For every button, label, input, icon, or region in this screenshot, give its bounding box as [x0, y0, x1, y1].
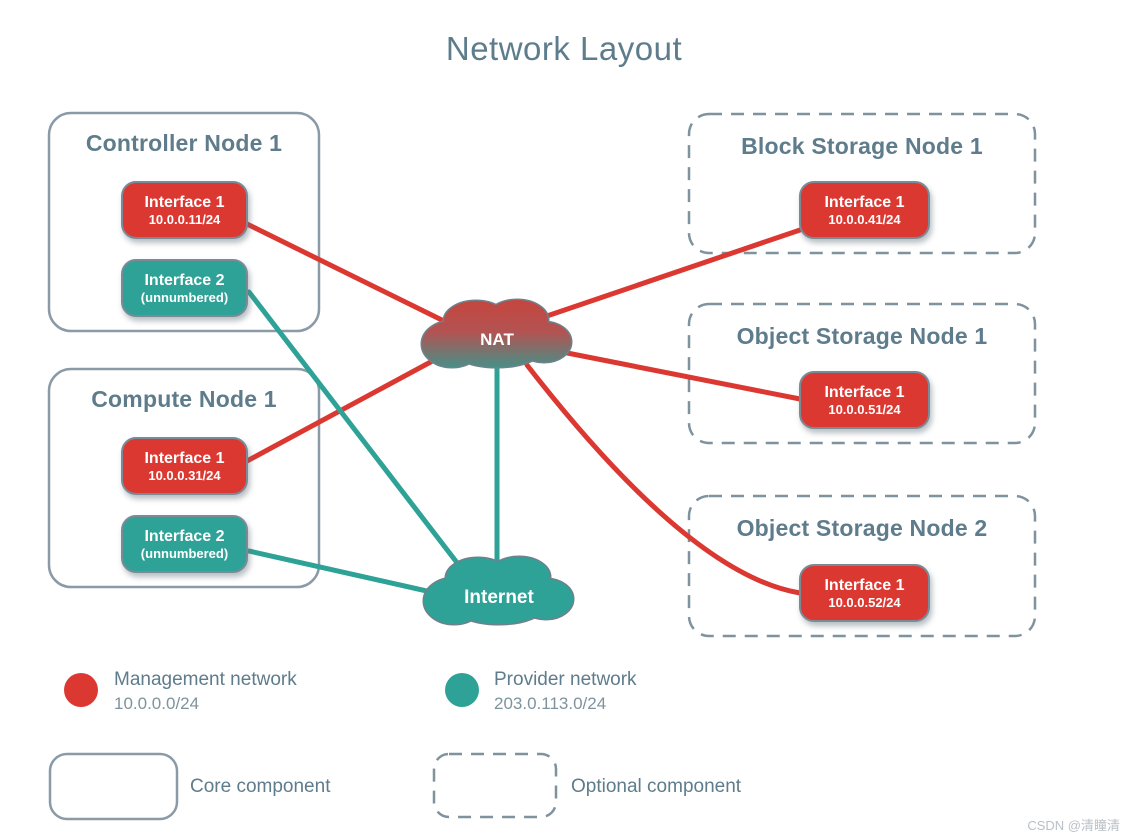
controller-interface-1: Interface 1 10.0.0.11/24 [121, 181, 248, 239]
object-storage-2-interface-1: Interface 1 10.0.0.52/24 [799, 564, 930, 622]
object-storage-2-node-title: Object Storage Node 2 [736, 515, 988, 541]
link-nat-blockstorage-if1 [541, 227, 803, 320]
compute-interface-2: Interface 2 (unnumbered) [121, 515, 248, 573]
compute-interface-1: Interface 1 10.0.0.31/24 [121, 437, 248, 495]
block-storage-node-title: Block Storage Node 1 [741, 133, 983, 159]
interface-label: Interface 2 [144, 271, 225, 289]
compute-node-box [47, 367, 321, 589]
optional-component-label: Optional component [571, 776, 742, 797]
interface-detail: 10.0.0.41/24 [828, 211, 901, 227]
legend-subnet: 203.0.113.0/24 [494, 694, 607, 713]
interface-label: Interface 1 [144, 193, 225, 211]
legend-subnet: 10.0.0.0/24 [114, 694, 200, 713]
link-nat-objectstorage2-if1 [524, 362, 803, 596]
nat-cloud: NAT [420, 298, 573, 369]
link-compute-if2-internet [246, 548, 443, 597]
block-storage-interface-1: Interface 1 10.0.0.41/24 [799, 181, 930, 239]
page-title: Network Layout [445, 30, 683, 67]
management-network-legend: Management network 10.0.0.0/24 [114, 669, 297, 714]
link-controller-if1-nat [244, 221, 453, 327]
interface-detail: (unnumbered) [140, 289, 229, 305]
management-network-dot [64, 673, 98, 707]
controller-interface-2: Interface 2 (unnumbered) [121, 259, 248, 317]
interface-label: Interface 1 [824, 193, 905, 211]
interface-detail: 10.0.0.11/24 [148, 211, 221, 227]
nat-cloud-label: NAT [480, 330, 514, 349]
legend-label: Provider network [494, 669, 637, 690]
interface-label: Interface 2 [144, 527, 225, 545]
internet-cloud-label: Internet [464, 587, 534, 608]
watermark: CSDN @清瞳清 [1027, 818, 1120, 833]
internet-cloud: Internet [422, 555, 575, 626]
compute-node-title: Compute Node 1 [91, 386, 277, 412]
provider-network-dot [445, 673, 479, 707]
provider-network-legend: Provider network 203.0.113.0/24 [494, 669, 637, 714]
link-nat-objectstorage1-if1 [544, 346, 803, 402]
core-component-swatch [48, 752, 179, 821]
link-controller-if2-internet [246, 289, 471, 580]
controller-node-box [47, 111, 321, 333]
core-component-label: Core component [190, 776, 331, 797]
object-storage-1-node-box [687, 302, 1037, 445]
interface-label: Interface 1 [824, 383, 905, 401]
object-storage-1-interface-1: Interface 1 10.0.0.51/24 [799, 371, 930, 429]
interface-detail: (unnumbered) [140, 545, 229, 561]
interface-detail: 10.0.0.31/24 [148, 467, 221, 483]
interface-label: Interface 1 [824, 576, 905, 594]
legend-label: Management network [114, 669, 297, 690]
interface-detail: 10.0.0.52/24 [828, 594, 901, 610]
interface-detail: 10.0.0.51/24 [828, 401, 901, 417]
optional-component-swatch [432, 752, 558, 819]
controller-node-title: Controller Node 1 [85, 130, 283, 156]
object-storage-1-node-title: Object Storage Node 1 [736, 323, 988, 349]
link-compute-if1-nat [244, 348, 454, 464]
interface-label: Interface 1 [144, 449, 225, 467]
block-storage-node-box [687, 112, 1037, 255]
object-storage-2-node-box [687, 494, 1037, 638]
